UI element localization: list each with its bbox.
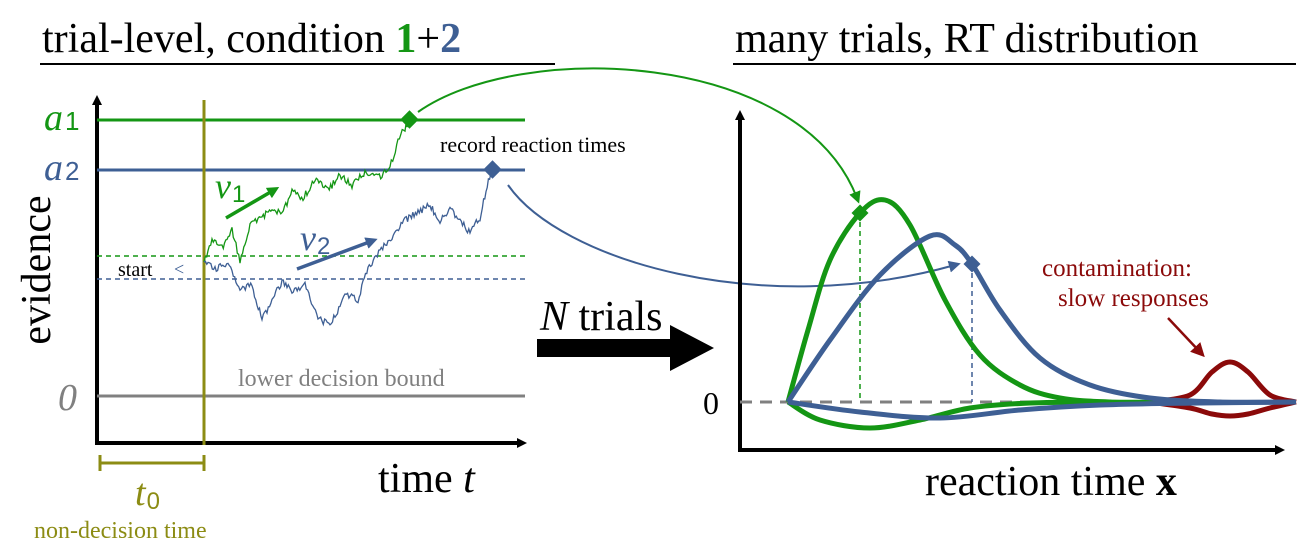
density-condition-2-upper bbox=[785, 232, 1297, 405]
a1-label: a1 bbox=[44, 97, 79, 139]
zero-label: 0 bbox=[58, 377, 77, 419]
t0-bracket bbox=[98, 455, 206, 471]
right-zero-label: 0 bbox=[703, 385, 719, 421]
n-trials-group: N trials bbox=[537, 294, 714, 371]
rt-marker-condition-1 bbox=[851, 204, 869, 222]
contamination-arrow bbox=[1167, 317, 1205, 358]
a2-label: a2 bbox=[44, 147, 79, 189]
right-title: many trials, RT distribution bbox=[735, 16, 1198, 62]
density-condition-1-upper bbox=[785, 197, 1181, 405]
drift-arrow-v2 bbox=[296, 237, 378, 271]
contamination-density-upper bbox=[1149, 359, 1297, 405]
drift-arrow-v1 bbox=[225, 186, 280, 220]
t0-label: t0 bbox=[135, 472, 160, 515]
time-axis-label: time t bbox=[378, 456, 476, 502]
contamination-density-lower bbox=[1149, 399, 1297, 419]
contamination-label-line1: contamination: bbox=[1042, 255, 1192, 282]
evidence-path-condition-2 bbox=[203, 169, 493, 327]
evidence-axis-label: evidence bbox=[14, 195, 60, 344]
non-decision-label: non-decision time bbox=[34, 518, 207, 544]
v2-label: v2 bbox=[300, 218, 330, 260]
hit-marker-condition-2 bbox=[483, 160, 502, 179]
rt-marker-condition-2 bbox=[963, 255, 981, 273]
lower-bound-label: lower decision bound bbox=[238, 366, 445, 392]
v1-label: v1 bbox=[215, 166, 245, 208]
contamination-label-line2: slow responses bbox=[1058, 285, 1209, 312]
record-rt-label: record reaction times bbox=[440, 132, 626, 157]
hit-marker-condition-1 bbox=[400, 110, 419, 129]
n-trials-arrow bbox=[537, 325, 714, 371]
start-pointer-glyph: < bbox=[174, 259, 184, 279]
reaction-time-axis-label: reaction time x bbox=[925, 459, 1177, 505]
density-condition-2-lower bbox=[787, 399, 1297, 421]
right-panel: many trials, RT distribution 0 contamina… bbox=[703, 16, 1297, 505]
connector-condition-1 bbox=[417, 67, 861, 204]
evidence-path-condition-1 bbox=[203, 119, 410, 264]
density-condition-1-lower bbox=[786, 399, 1111, 431]
left-panel: trial-level, condition 1+2 a1 a2 0 start… bbox=[14, 16, 626, 544]
start-label: start bbox=[118, 259, 153, 281]
left-title: trial-level, condition 1+2 bbox=[42, 16, 461, 62]
n-trials-label: N trials bbox=[539, 294, 663, 340]
